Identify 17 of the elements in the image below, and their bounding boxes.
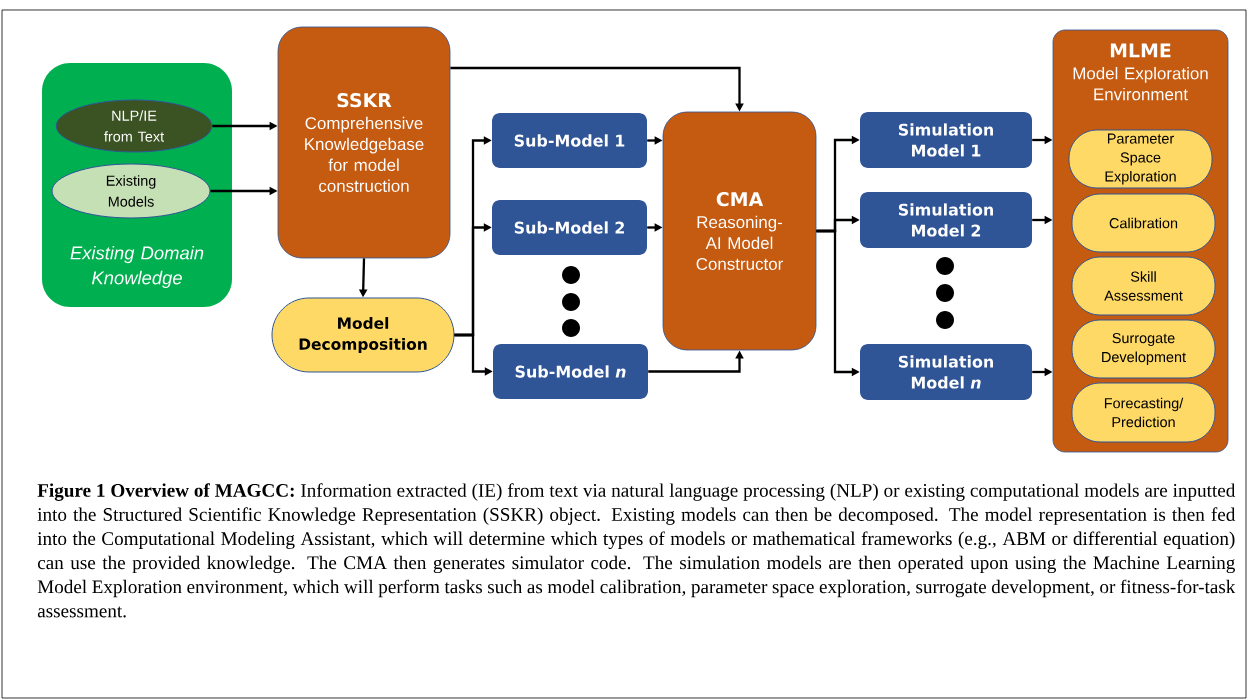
process-box: SSKR Comprehensive Knowledgebase for model construction — [277, 26, 451, 259]
rounded-box: Model Decomposition — [271, 297, 455, 373]
model-box: Sub-Model 1 — [492, 113, 647, 168]
rounded-box: Forecasting/ Prediction — [1071, 382, 1216, 443]
model-box: Simulation Model n — [860, 344, 1032, 400]
model-box: Sub-Model n — [493, 344, 648, 399]
ellipse-node: NLP/IE from Text — [55, 99, 213, 153]
model-box: Simulation Model 2 — [860, 192, 1032, 248]
model-box: Simulation Model 1 — [860, 112, 1032, 168]
rounded-box: Parameter Space Exploration — [1068, 129, 1213, 189]
model-box: Sub-Model 2 — [492, 200, 647, 255]
process-box: CMA Reasoning-AI Model Constructor — [662, 111, 817, 351]
caption: Figure 1 Overview of MAGCC: Information extracted (IE) from text via natural language processing (NLP) or existing computational models are inputted into the Structured Scientific Knowledge Representation (SSKR) object. Existing models can then be decomposed. The model representation is then fed into the Computational Modeling Assistant, which will determine which types of models or mathematical frameworks (e.g., ABM or differential equation) can use the provided knowledge. The CMA then generates simulator code. The simulation models are then operated upon using the Machine Learning Model Exploration environment, which will perform tasks such as model calibration, parameter space exploration, surrogate development, or fitness-for-task assessment. — [37, 483, 1236, 618]
ellipse-node: Existing Models — [51, 163, 211, 219]
rounded-box: Calibration — [1071, 193, 1216, 253]
rounded-box: Skill Assessment — [1071, 256, 1216, 316]
rounded-box: Surrogate Development — [1071, 319, 1216, 379]
